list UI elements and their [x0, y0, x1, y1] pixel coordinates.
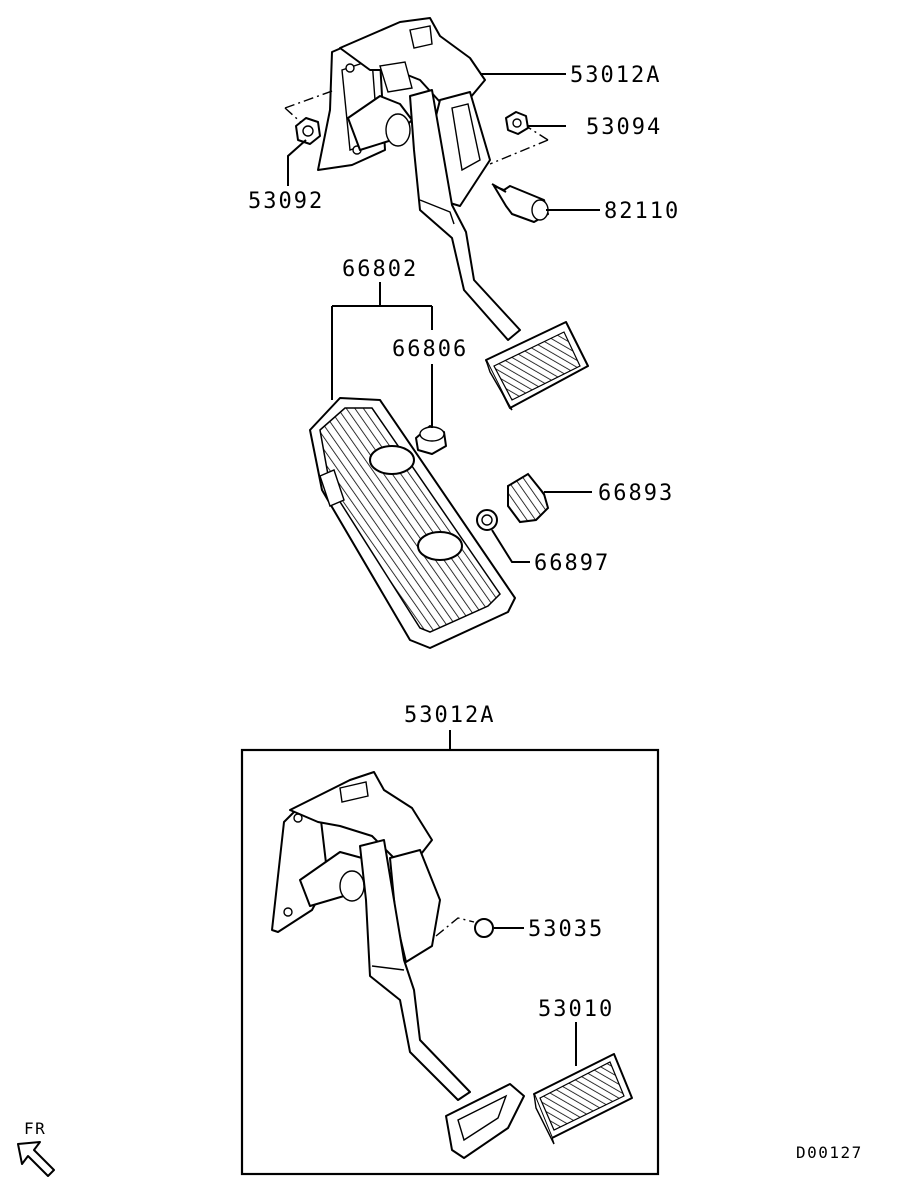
- front-direction-label: FR: [24, 1119, 46, 1138]
- callout-66806: 66806: [392, 337, 468, 362]
- callout-66897: 66897: [534, 551, 610, 576]
- callout-53094: 53094: [586, 115, 662, 140]
- stop-lamp-switch: [491, 183, 549, 223]
- accelerator-stopper: [415, 425, 447, 455]
- pedal-bumper: [435, 917, 494, 938]
- leader-lines-top: [287, 73, 600, 563]
- callout-53012A-box: 53012A: [404, 703, 495, 728]
- brake-pedal-pad: [533, 1053, 633, 1145]
- front-direction-indicator: FR: [17, 1119, 55, 1177]
- brake-pedal-bracket-top: [317, 17, 589, 411]
- drawing-code: D00127: [796, 1143, 863, 1162]
- pedal-cover: [507, 472, 550, 524]
- callout-66802: 66802: [342, 257, 418, 282]
- callout-66893: 66893: [598, 481, 674, 506]
- accelerator-pedal: [309, 397, 516, 649]
- callout-53010: 53010: [538, 997, 614, 1022]
- alignment-line-left: [284, 89, 336, 109]
- callout-53035: 53035: [528, 917, 604, 942]
- callout-82110: 82110: [604, 199, 680, 224]
- detail-box: [240, 748, 660, 1176]
- nut-right: [505, 111, 529, 135]
- alignment-line-right: [489, 139, 549, 165]
- pedal-bushing: [476, 509, 498, 531]
- leader-lines-box: [494, 927, 577, 1066]
- front-arrow-icon: [17, 1141, 55, 1177]
- nut-left: [295, 117, 321, 145]
- alignment-line-right-upper: [525, 125, 549, 141]
- brake-pedal-bracket-detail: [271, 771, 525, 1159]
- callout-53092: 53092: [248, 189, 324, 214]
- callout-53012A-top: 53012A: [570, 63, 661, 88]
